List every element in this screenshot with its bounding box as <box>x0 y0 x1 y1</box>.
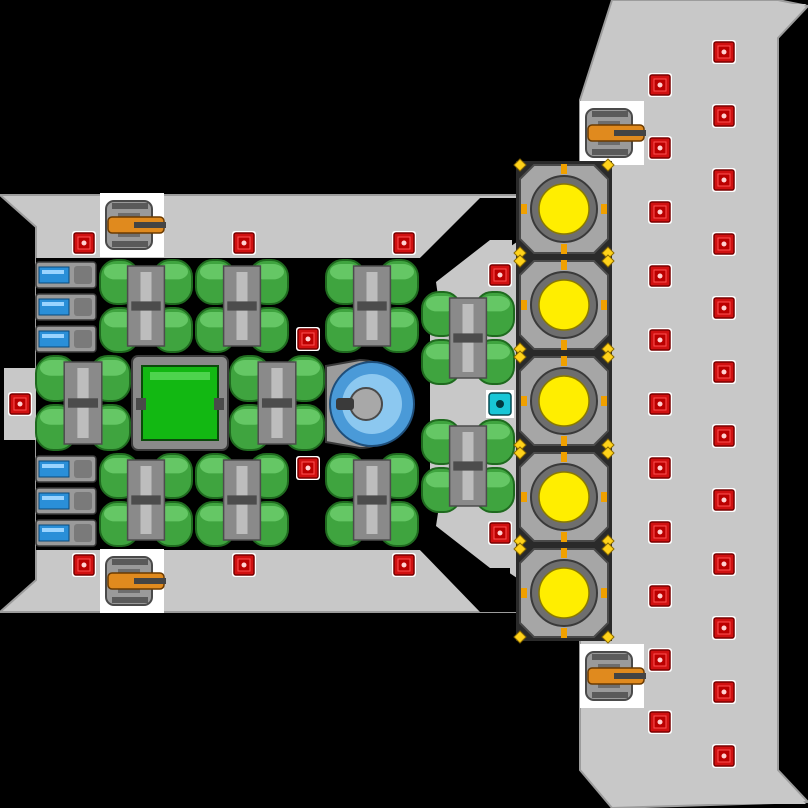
armor-block-icon <box>712 296 736 320</box>
reactor-column <box>513 158 615 644</box>
reactor-core-icon[interactable] <box>513 350 615 452</box>
armor-block-icon <box>712 232 736 256</box>
green-engine-module-icon <box>35 355 131 451</box>
armor-block-icon <box>488 521 512 545</box>
armor-block-icon <box>296 327 320 351</box>
blue-battery-cell-icon <box>35 293 97 321</box>
blue-battery-cell-icon <box>35 519 97 547</box>
armor-block-icon <box>392 553 416 577</box>
armor-block-icon <box>648 264 672 288</box>
turret-cannon-icon[interactable] <box>100 549 166 613</box>
reactor-core-icon[interactable] <box>513 158 615 260</box>
armor-block-icon <box>232 553 256 577</box>
armor-block-icon <box>8 392 32 416</box>
blue-battery-cell-icon <box>35 325 97 353</box>
armor-block-icon <box>648 200 672 224</box>
armor-block-icon <box>712 552 736 576</box>
green-engine-module-icon <box>229 355 325 451</box>
armor-block-icon <box>712 40 736 64</box>
armor-block-icon <box>712 680 736 704</box>
green-engine-module-icon <box>99 259 193 353</box>
armor-block-icon <box>712 424 736 448</box>
blue-battery-cell-icon <box>35 455 97 483</box>
armor-block-icon <box>648 136 672 160</box>
armor-block-icon <box>72 231 96 255</box>
armor-blocks <box>8 40 736 768</box>
armor-block-icon <box>648 73 672 97</box>
strut-plate-bottom <box>436 500 512 568</box>
cockpit-dome-icon[interactable] <box>325 358 415 450</box>
armor-block-icon <box>712 616 736 640</box>
green-engine-module-icon <box>325 259 419 353</box>
armor-block-icon <box>232 231 256 255</box>
green-engine-module-icon <box>421 291 515 385</box>
cyan-sensor-icon <box>486 390 514 418</box>
armor-block-icon <box>712 488 736 512</box>
armor-block-icon <box>296 456 320 480</box>
green-engine-module-icon <box>195 453 289 547</box>
armor-block-icon <box>72 553 96 577</box>
armor-block-icon <box>648 328 672 352</box>
armor-block-icon <box>712 168 736 192</box>
engine-modules <box>35 259 515 547</box>
armor-block-icon <box>648 456 672 480</box>
green-engine-module-icon <box>99 453 193 547</box>
armor-block-icon <box>648 520 672 544</box>
blue-battery-cell-icon <box>35 261 97 289</box>
reactor-core-icon[interactable] <box>513 542 615 644</box>
armor-block-icon <box>648 584 672 608</box>
turret-cannon-icon[interactable] <box>580 101 646 165</box>
green-cargo-core-icon <box>131 355 229 451</box>
blue-battery-cell-icon <box>35 487 97 515</box>
armor-block-icon <box>648 710 672 734</box>
strut-plate-top <box>436 240 512 310</box>
reactor-core-icon[interactable] <box>513 446 615 548</box>
armor-block-icon <box>712 744 736 768</box>
reactor-core-icon[interactable] <box>513 254 615 356</box>
green-engine-module-icon <box>421 419 515 513</box>
armor-block-icon <box>648 648 672 672</box>
battery-cells <box>35 261 97 547</box>
armor-block-icon <box>712 104 736 128</box>
armor-block-icon <box>648 392 672 416</box>
green-engine-module-icon <box>195 259 289 353</box>
armor-block-icon <box>712 360 736 384</box>
armor-block-icon <box>488 263 512 287</box>
green-engine-module-icon <box>325 453 419 547</box>
turret-cannon-icon[interactable] <box>580 644 646 708</box>
turrets <box>100 101 646 708</box>
turret-cannon-icon[interactable] <box>100 193 166 257</box>
armor-block-icon <box>392 231 416 255</box>
